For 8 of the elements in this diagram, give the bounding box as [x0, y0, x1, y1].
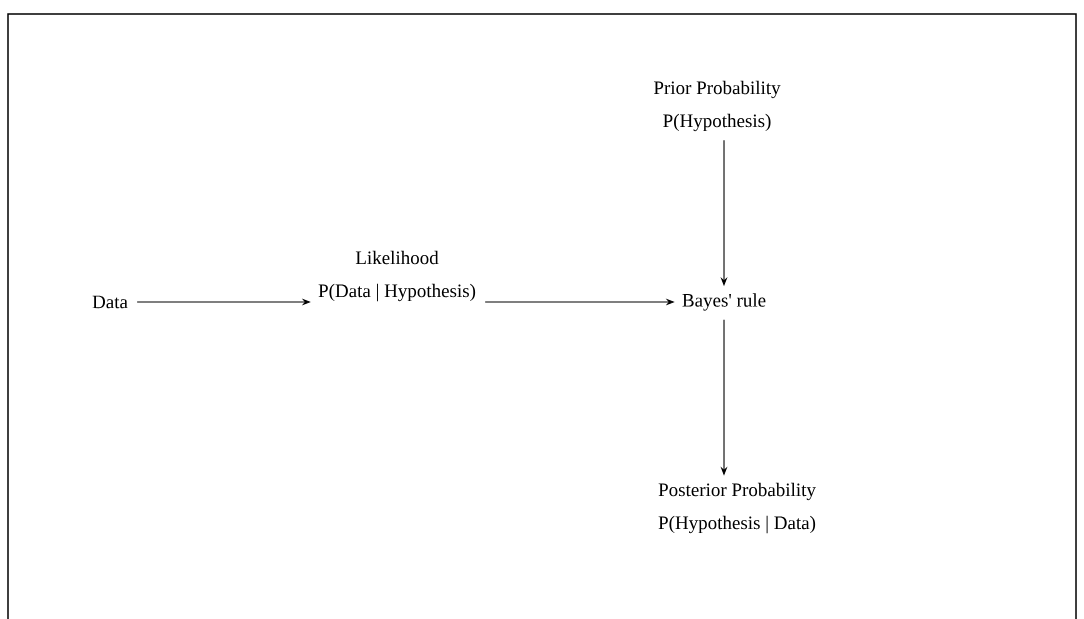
- node-title: Likelihood: [355, 250, 439, 265]
- node-text: P(Hypothesis | Data): [658, 515, 816, 534]
- node-title: Prior Probability: [653, 80, 781, 99]
- node-text: Bayes' rule: [682, 293, 766, 311]
- node-text: P(Data | Hypothesis): [318, 283, 476, 302]
- node-title: Posterior Probability: [658, 482, 816, 501]
- node-text: P(Hypothesis): [663, 113, 771, 132]
- node-text: Data: [92, 295, 128, 309]
